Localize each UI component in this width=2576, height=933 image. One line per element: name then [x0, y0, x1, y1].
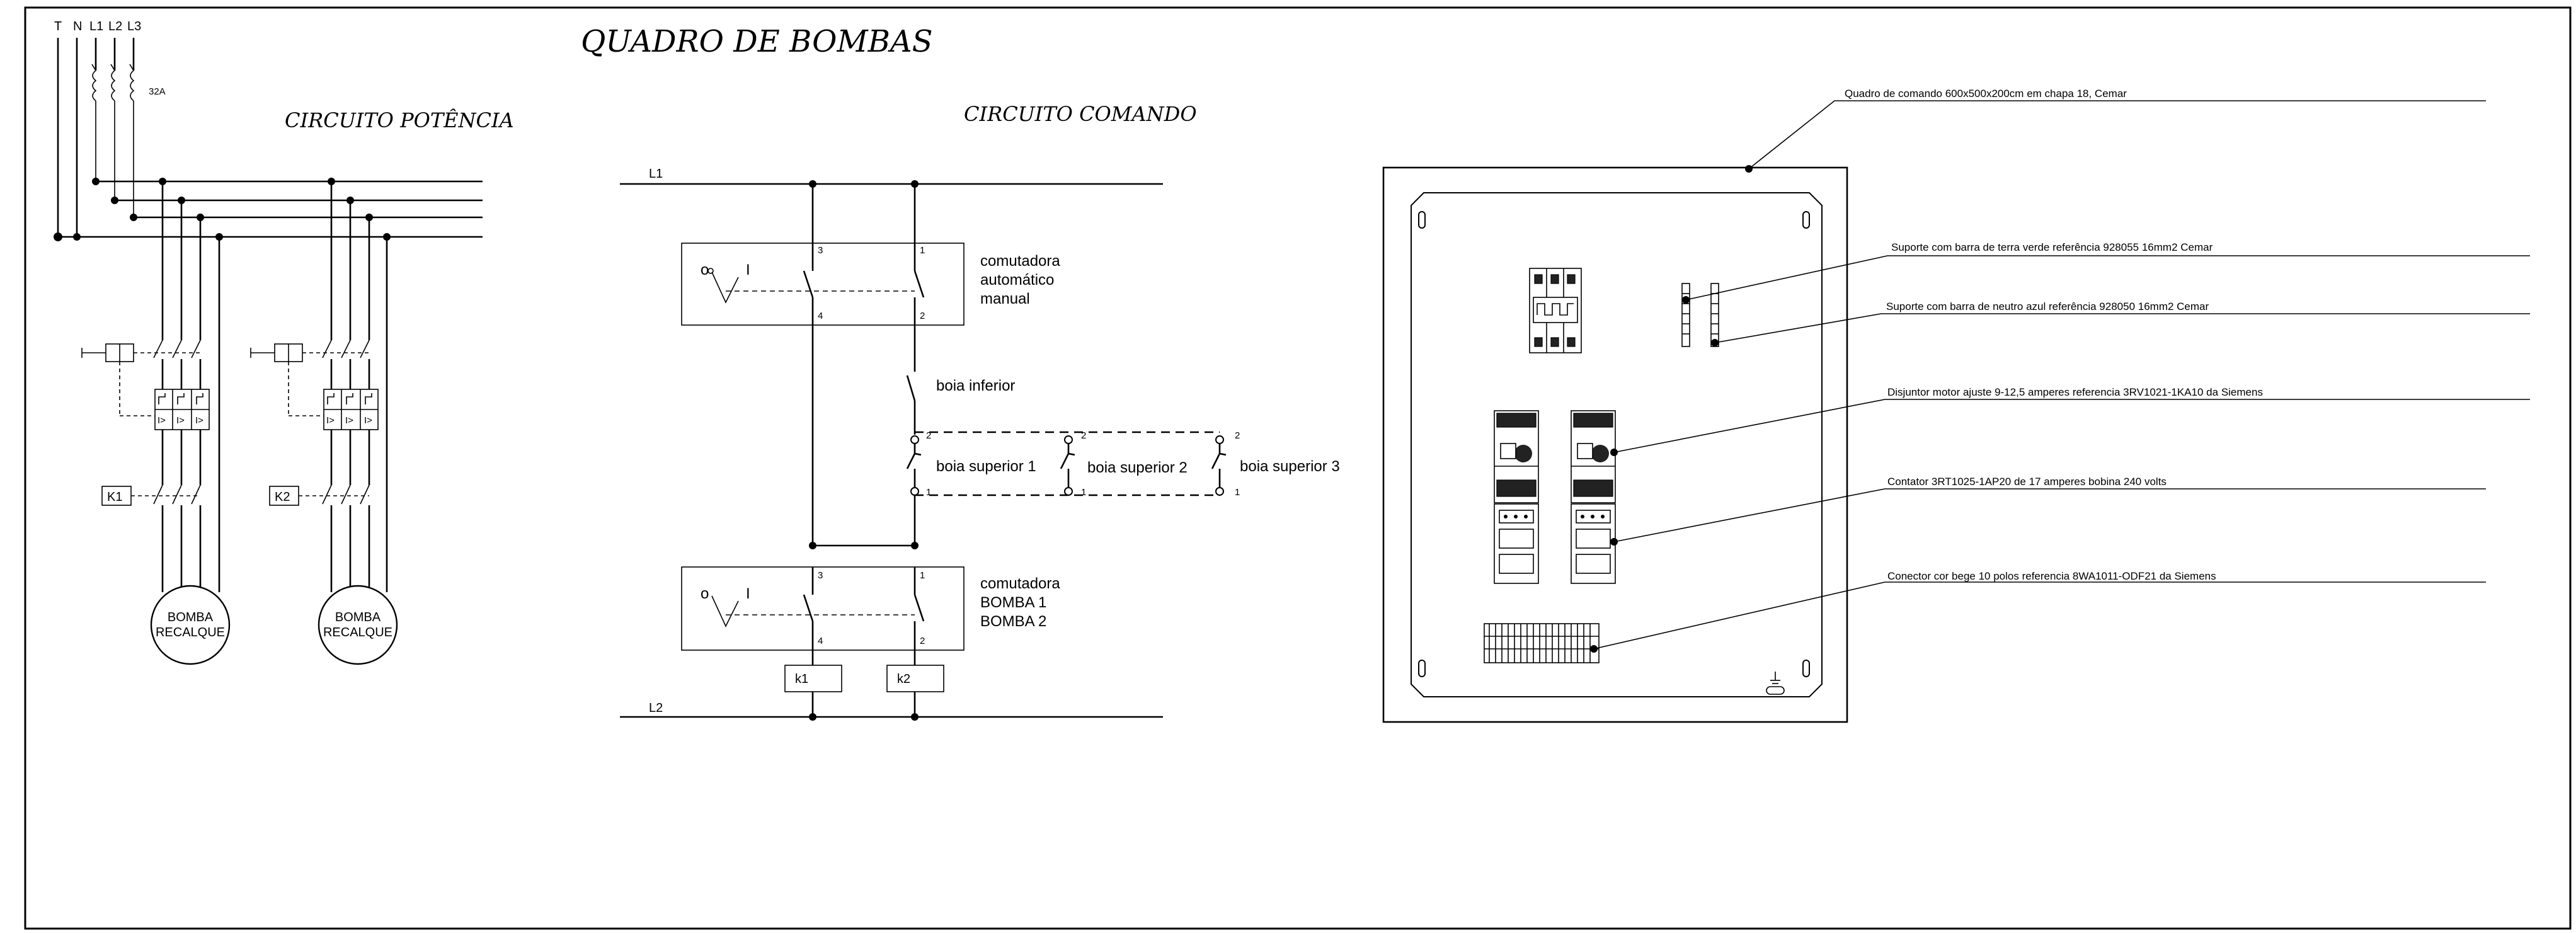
svg-text:2: 2 — [1081, 430, 1086, 441]
power-circuit-heading: CIRCUITO POTÊNCIA — [285, 108, 514, 132]
motor-breaker-1 — [1494, 410, 1539, 503]
contactor-2 — [1571, 503, 1616, 584]
fuse-icon — [91, 64, 135, 217]
svg-text:I>: I> — [195, 415, 203, 426]
neutral-bar — [1710, 283, 1719, 347]
phase-label-l1: L1 — [89, 20, 103, 33]
float-switches-upper: 2 1 boia superior 1 2 1 boia superior 2 … — [906, 430, 1340, 498]
svg-text:BOMBA 2: BOMBA 2 — [980, 613, 1046, 630]
svg-text:o: o — [701, 585, 709, 602]
drawing-frame — [24, 6, 2572, 930]
svg-text:1: 1 — [1081, 487, 1086, 498]
float-switch-lower: boia inferior — [906, 375, 1015, 401]
power-circuit: CIRCUITO POTÊNCIA T N L1 L2 L3 32A — [54, 20, 514, 665]
contactor-1 — [1494, 503, 1539, 584]
svg-text:comutadora: comutadora — [980, 253, 1060, 270]
motor-1 — [150, 585, 231, 665]
svg-text:3: 3 — [818, 570, 823, 581]
fuse-rating: 32A — [149, 86, 166, 97]
svg-text:4: 4 — [818, 311, 823, 321]
note-contactor: Contator 3RT1025-1AP20 de 17 amperes bob… — [1887, 476, 2167, 488]
svg-text:o: o — [701, 261, 709, 278]
svg-text:boia inferior: boia inferior — [936, 377, 1015, 394]
svg-text:boia superior 2: boia superior 2 — [1087, 459, 1188, 476]
svg-text:comutadora: comutadora — [980, 575, 1060, 592]
svg-text:1: 1 — [1235, 487, 1240, 498]
enclosure-plate — [1411, 192, 1823, 697]
motor-branch-1: I> I> I> K1 BOMBA RECALQUE — [81, 178, 231, 665]
phase-label-l2: L2 — [108, 20, 122, 33]
svg-text:manual: manual — [980, 290, 1030, 307]
svg-text:4: 4 — [818, 636, 823, 646]
callout-notes: Quadro de comando 600x500x200cm em chapa… — [1590, 88, 2530, 653]
coil-label-k2: k2 — [897, 672, 910, 686]
phase-label-n: N — [73, 20, 82, 33]
svg-text:2: 2 — [920, 636, 925, 646]
drawing-title: QUADRO DE BOMBAS — [581, 24, 933, 59]
control-circuit: CIRCUITO COMANDO L1 L2 o I — [620, 102, 1340, 721]
svg-text:BOMBA: BOMBA — [335, 610, 381, 624]
panel-layout: Quadro de comando 600x500x200cm em chapa… — [1382, 88, 2530, 723]
phase-label-t: T — [54, 20, 62, 33]
svg-text:I: I — [746, 261, 750, 278]
note-earth-bar: Suporte com barra de terra verde referên… — [1891, 241, 2213, 253]
svg-text:I>: I> — [326, 415, 335, 426]
svg-text:I>: I> — [364, 415, 372, 426]
svg-text:2: 2 — [926, 430, 931, 441]
rail-label-l1: L1 — [649, 167, 663, 181]
coil-k2 — [886, 665, 944, 692]
enclosure-outer — [1382, 166, 1848, 723]
coil-k1 — [784, 665, 842, 692]
svg-text:1: 1 — [920, 570, 925, 581]
selector-switch-pumps: o I 3 1 4 2 comutadora BOMBA 1 BOMBA 2 — [681, 566, 1060, 651]
svg-text:automático: automático — [980, 272, 1054, 289]
svg-text:3: 3 — [818, 245, 823, 256]
selector-switch-auto-manual: o I 3 1 4 2 comutadora automático manual — [681, 243, 1060, 326]
svg-text:1: 1 — [926, 487, 931, 498]
svg-text:1: 1 — [920, 245, 925, 256]
motor-branch-2: I> I> I> K2 BOMBA RECALQUE — [250, 178, 398, 665]
motor-breaker-2 — [1571, 410, 1616, 503]
note-motor-breaker: Disjuntor motor ajuste 9-12,5 amperes re… — [1887, 386, 2263, 398]
rail-label-l2: L2 — [649, 701, 663, 715]
control-circuit-heading: CIRCUITO COMANDO — [964, 102, 1197, 126]
svg-text:2: 2 — [1235, 430, 1240, 441]
note-terminal-block: Conector cor bege 10 polos referencia 8W… — [1887, 570, 2216, 582]
contactor-k2 — [269, 486, 299, 506]
svg-text:I>: I> — [157, 415, 166, 426]
contactor-label-k1: K1 — [107, 490, 122, 504]
note-enclosure: Quadro de comando 600x500x200cm em chapa… — [1845, 88, 2127, 100]
phase-label-l3: L3 — [127, 20, 141, 33]
svg-text:I: I — [746, 585, 750, 602]
motor-2 — [318, 585, 398, 665]
svg-text:RECALQUE: RECALQUE — [323, 626, 392, 639]
main-breaker — [1529, 268, 1582, 353]
svg-text:BOMBA 1: BOMBA 1 — [980, 594, 1046, 611]
coil-label-k1: k1 — [795, 672, 808, 686]
svg-text:boia superior 3: boia superior 3 — [1240, 458, 1340, 475]
svg-text:2: 2 — [920, 311, 925, 321]
ground-icon — [1766, 672, 1785, 695]
svg-text:I>: I> — [345, 415, 353, 426]
svg-text:RECALQUE: RECALQUE — [156, 626, 225, 639]
contactor-label-k2: K2 — [275, 490, 290, 504]
svg-text:BOMBA: BOMBA — [168, 610, 214, 624]
svg-text:I>: I> — [176, 415, 185, 426]
note-neutral-bar: Suporte com barra de neutro azul referên… — [1886, 301, 2209, 312]
terminal-block — [1484, 623, 1600, 663]
earth-bar — [1681, 283, 1690, 347]
svg-text:boia superior 1: boia superior 1 — [936, 458, 1036, 475]
